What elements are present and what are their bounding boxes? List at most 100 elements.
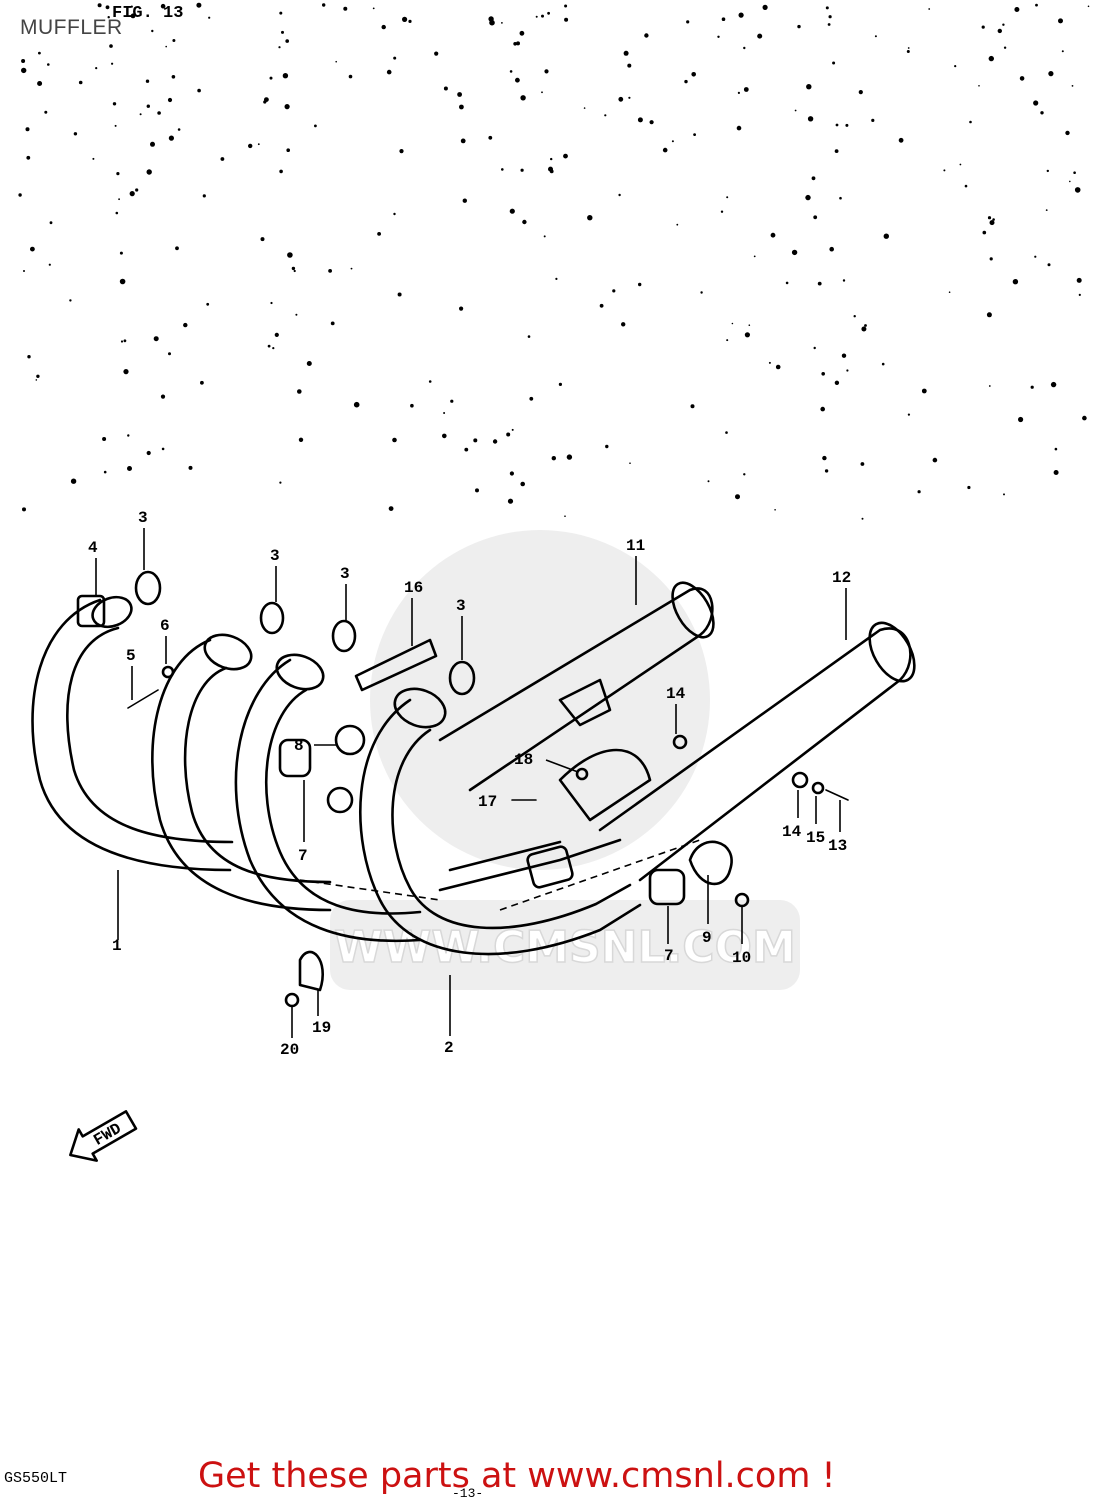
speckle <box>1035 3 1038 7</box>
speckle <box>397 292 402 297</box>
speckle <box>279 481 282 484</box>
speckle <box>629 462 631 465</box>
speckle <box>932 457 938 463</box>
speckle <box>160 394 166 399</box>
speckle <box>1047 263 1051 267</box>
speckle <box>743 473 746 476</box>
callout-16: 16 <box>404 579 423 597</box>
speckle <box>725 431 728 434</box>
get-parts-link[interactable]: Get these parts at www.cmsnl.com ! <box>198 1456 836 1496</box>
speckle <box>119 251 123 255</box>
speckle <box>175 246 179 251</box>
exhaust-pipe-front <box>359 687 642 956</box>
speckle <box>604 114 607 117</box>
speckle <box>267 344 271 348</box>
speckle <box>989 257 993 261</box>
speckle <box>959 163 962 166</box>
model-code: GS550LT <box>4 1470 68 1487</box>
speckle <box>822 455 827 461</box>
speckle <box>102 437 107 441</box>
speckle <box>146 104 150 108</box>
callout-3a: 3 <box>138 509 148 527</box>
callout-13: 13 <box>828 837 847 855</box>
speckle <box>1048 71 1054 77</box>
speckle <box>743 87 749 92</box>
speckle <box>1078 293 1081 296</box>
muffler-12 <box>558 621 916 882</box>
speckle <box>1074 187 1081 193</box>
speckle <box>1046 169 1050 173</box>
page-number: -13- <box>452 1486 484 1501</box>
page-title: MUFFLER <box>20 16 123 39</box>
speckle <box>291 266 296 271</box>
speckle <box>821 372 825 376</box>
speckle <box>139 113 142 116</box>
speckle <box>168 352 171 356</box>
speckle <box>111 62 114 65</box>
speckle <box>160 3 166 9</box>
speckle <box>1054 447 1058 451</box>
speckle <box>547 11 550 15</box>
speckle <box>835 123 839 127</box>
speckle <box>883 233 889 239</box>
speckle <box>690 404 695 409</box>
callout-labels: 1 2 3 3 3 3 4 5 6 7 7 8 9 10 <box>88 509 851 1059</box>
speckle <box>509 471 514 476</box>
speckle <box>549 169 554 174</box>
speckle <box>861 326 867 332</box>
speckle <box>442 433 447 439</box>
speckle <box>69 299 72 302</box>
speckle <box>721 17 726 22</box>
speckle <box>717 35 720 38</box>
speckle <box>860 462 865 466</box>
speckle <box>1033 100 1039 106</box>
forward-arrow-icon: FWD <box>69 1110 138 1162</box>
speckle <box>135 188 139 192</box>
callout-3d: 3 <box>456 597 466 615</box>
speckle <box>841 353 847 358</box>
exhaust-pipe-3 <box>234 653 422 943</box>
speckle <box>279 11 283 15</box>
speckle <box>1050 381 1057 388</box>
speckle <box>488 16 494 22</box>
speckle <box>27 355 31 359</box>
speckle <box>807 116 814 122</box>
speckle <box>707 480 710 483</box>
speckle <box>272 347 275 350</box>
speckle <box>964 184 968 188</box>
callout-6: 6 <box>160 617 170 635</box>
speckle <box>428 380 432 383</box>
speckle <box>638 282 642 287</box>
speckle <box>921 388 927 394</box>
speckle <box>842 279 846 282</box>
speckle <box>511 428 514 431</box>
speckle <box>183 322 188 328</box>
speckle <box>748 324 751 327</box>
speckle <box>220 157 225 161</box>
speckle <box>907 413 911 416</box>
speckle <box>434 51 439 56</box>
speckle <box>145 79 150 83</box>
speckle <box>457 92 462 97</box>
speckle <box>520 95 526 101</box>
speckle <box>157 111 161 115</box>
speckle <box>519 30 525 36</box>
speckle <box>1003 46 1007 49</box>
speckle <box>794 109 797 112</box>
speckle <box>146 450 151 456</box>
speckle <box>864 324 867 327</box>
speckle <box>527 335 531 338</box>
speckle <box>1061 50 1064 53</box>
speckle <box>130 13 136 19</box>
speckle <box>845 123 849 127</box>
speckle <box>513 42 517 46</box>
watermark-banner <box>330 900 800 990</box>
callout-7b: 7 <box>664 947 674 965</box>
speckle <box>541 91 543 94</box>
speckle <box>47 63 50 66</box>
speckle <box>535 15 538 18</box>
speckle <box>907 47 910 49</box>
speckle <box>605 444 609 449</box>
speckle <box>208 16 211 19</box>
